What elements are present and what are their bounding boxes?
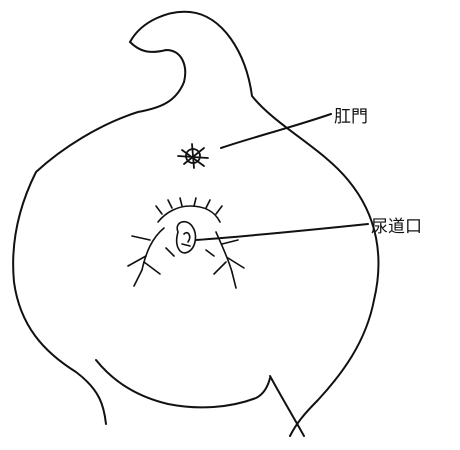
urethral-opening-label: 尿道口	[371, 212, 422, 237]
urethral-opening-mark	[128, 198, 244, 288]
anus-mark	[178, 144, 208, 168]
lower-curve-right	[270, 376, 304, 436]
lower-curve	[96, 360, 270, 407]
body-outline	[130, 12, 378, 436]
urethra-pointer-line	[196, 224, 368, 240]
anus-label: 肛門	[334, 102, 368, 127]
